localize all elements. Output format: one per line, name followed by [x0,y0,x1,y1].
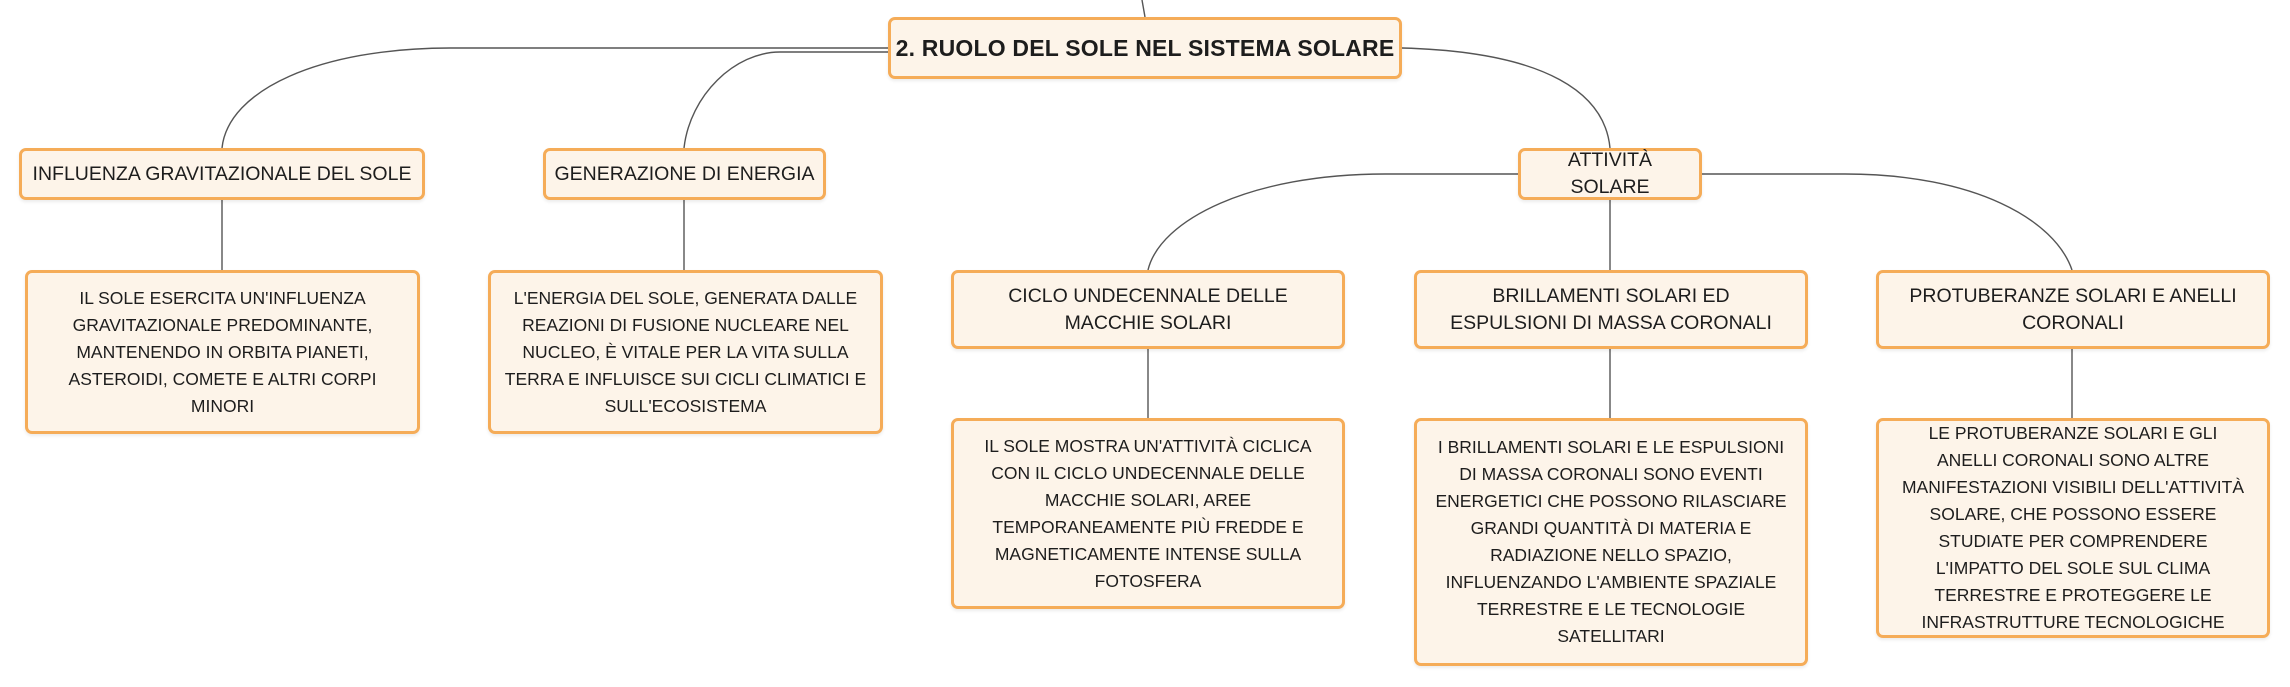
detail-text: IL SOLE MOSTRA UN'ATTIVITÀ CICLICA CON I… [984,435,1312,591]
connector-attivita-to-ciclo [1147,173,1518,271]
node-label: CICLO UNDECENNALE DELLE MACCHIE SOLARI [1008,284,1288,334]
detail-text: I BRILLAMENTI SOLARI E LE ESPULSIONI DI … [1435,437,1787,646]
detail-protuberanze-solari[interactable]: LE PROTUBERANZE SOLARI E GLI ANELLI CORO… [1876,418,2270,638]
connector-attivita-to-protuberanze [1702,173,2073,271]
root-node[interactable]: 2. RUOLO DEL SOLE NEL SISTEMA SOLARE [888,17,1402,79]
node-influenza-gravitazionale[interactable]: INFLUENZA GRAVITAZIONALE DEL SOLE [19,148,425,200]
detail-ciclo-undecennale[interactable]: IL SOLE MOSTRA UN'ATTIVITÀ CICLICA CON I… [951,418,1345,609]
node-attivita-solare[interactable]: ATTIVITÀ SOLARE [1518,148,1702,200]
node-label: GENERAZIONE DI ENERGIA [554,162,815,185]
node-label: INFLUENZA GRAVITAZIONALE DEL SOLE [32,162,412,185]
node-label: ATTIVITÀ SOLARE [1567,149,1653,198]
detail-text: LE PROTUBERANZE SOLARI E GLI ANELLI CORO… [1901,423,2245,632]
detail-text: IL SOLE ESERCITA UN'INFLUENZA GRAVITAZIO… [68,287,377,416]
node-ciclo-undecennale[interactable]: CICLO UNDECENNALE DELLE MACCHIE SOLARI [951,270,1345,349]
detail-influenza-gravitazionale[interactable]: IL SOLE ESERCITA UN'INFLUENZA GRAVITAZIO… [25,270,420,434]
connector-root-to-influenza [221,47,888,149]
node-label: BRILLAMENTI SOLARI ED ESPULSIONI DI MASS… [1450,284,1772,334]
node-label: PROTUBERANZE SOLARI E ANELLI CORONALI [1909,284,2237,334]
node-protuberanze-solari[interactable]: PROTUBERANZE SOLARI E ANELLI CORONALI [1876,270,2270,349]
detail-text: L'ENERGIA DEL SOLE, GENERATA DALLE REAZI… [504,287,867,416]
connector-parent-to-root [1141,0,1146,18]
connector-root-to-attivita [1401,47,1611,149]
node-generazione-energia[interactable]: GENERAZIONE DI ENERGIA [543,148,826,200]
connector-root-to-energia [683,51,888,149]
node-brillamenti-solari[interactable]: BRILLAMENTI SOLARI ED ESPULSIONI DI MASS… [1414,270,1808,349]
detail-brillamenti-solari[interactable]: I BRILLAMENTI SOLARI E LE ESPULSIONI DI … [1414,418,1808,666]
detail-generazione-energia[interactable]: L'ENERGIA DEL SOLE, GENERATA DALLE REAZI… [488,270,883,434]
root-label: 2. RUOLO DEL SOLE NEL SISTEMA SOLARE [895,34,1395,61]
